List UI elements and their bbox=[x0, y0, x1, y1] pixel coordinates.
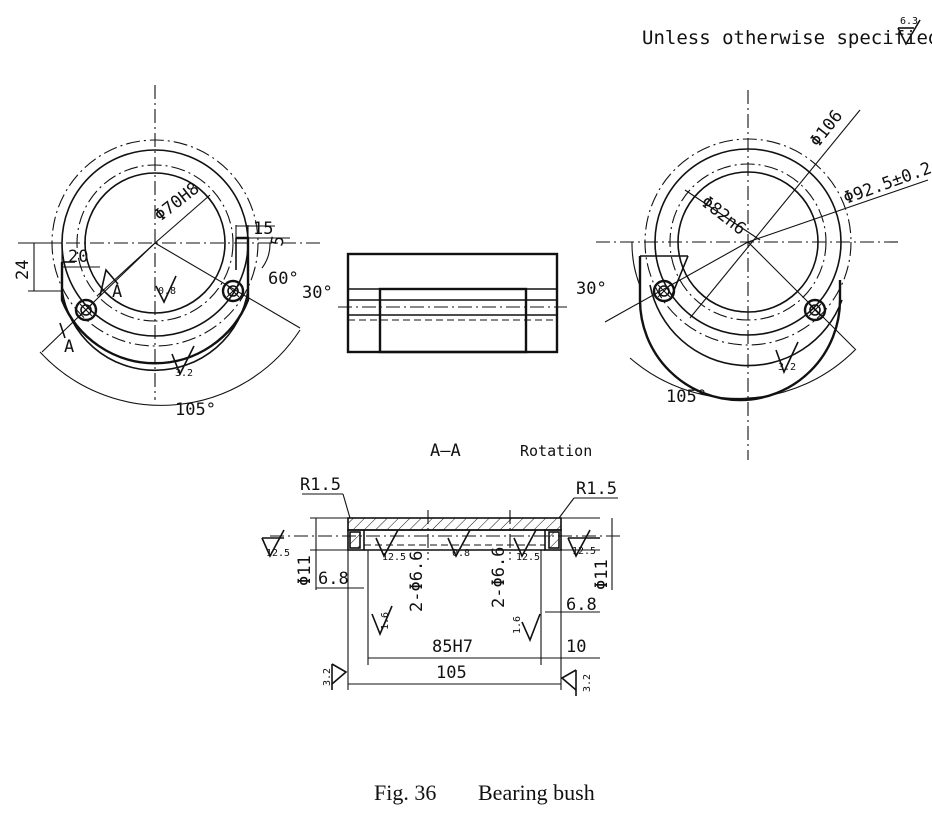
svg-text:3.2: 3.2 bbox=[778, 362, 796, 373]
roughness-0-8-section: 0.8 bbox=[447, 529, 471, 559]
mounting-hole-right-right-view bbox=[803, 298, 827, 322]
bore-dimension: Φ70H8 bbox=[151, 179, 204, 226]
svg-text:12.5: 12.5 bbox=[572, 546, 596, 557]
holes-left: 2-Φ6.6 bbox=[407, 551, 427, 612]
dim-105: 105 bbox=[436, 663, 467, 683]
dim-5: 5 bbox=[267, 234, 289, 248]
phi-11-right: Φ11 bbox=[592, 559, 612, 590]
roughness-symbol-0-8: 0.8 bbox=[155, 275, 177, 304]
section-a-a: A—A Rotation bbox=[261, 441, 620, 696]
section-label-a2: A bbox=[64, 337, 74, 357]
radius-left: R1.5 bbox=[300, 475, 341, 495]
angle-105: 105° bbox=[175, 400, 216, 420]
unless-specified-note: Unless otherwise specified bbox=[642, 27, 932, 49]
radius-right: R1.5 bbox=[576, 479, 617, 499]
roughness-12-5-b: 12.5 bbox=[375, 529, 406, 563]
section-label-a1: A bbox=[112, 282, 122, 302]
roughness-12-5-c: 12.5 bbox=[513, 529, 540, 563]
diameter-82n6: Φ82n6 bbox=[697, 192, 750, 239]
svg-text:1.6: 1.6 bbox=[380, 612, 391, 630]
svg-text:3.2: 3.2 bbox=[322, 668, 333, 686]
svg-text:12.5: 12.5 bbox=[266, 548, 290, 559]
middle-side-view bbox=[338, 252, 567, 354]
figure-number: Fig. 36 bbox=[374, 780, 436, 805]
angle-30: 30° bbox=[302, 283, 333, 303]
roughness-symbol-general: 6.3 bbox=[897, 16, 921, 46]
phi-11-left: Φ11 bbox=[295, 555, 315, 586]
svg-text:0.8: 0.8 bbox=[158, 286, 176, 297]
svg-text:6.3: 6.3 bbox=[900, 16, 918, 27]
dim-85h7: 85H7 bbox=[432, 637, 473, 657]
section-title: A—A bbox=[430, 441, 461, 461]
dim-15: 15 bbox=[253, 219, 273, 239]
general-note: Unless otherwise specified 6.3 bbox=[642, 16, 932, 49]
figure-title: Bearing bush bbox=[478, 780, 595, 805]
right-end-view: Φ106 Φ92.5±0.2 Φ82n6 30° 105° 3.2 bbox=[576, 90, 932, 460]
depth-6-8-left: 6.8 bbox=[318, 569, 349, 589]
svg-text:3.2: 3.2 bbox=[175, 368, 193, 379]
roughness-3-2-section-right: 3.2 bbox=[560, 669, 593, 696]
depth-6-8-right: 6.8 bbox=[566, 595, 597, 615]
angle-30-right: 30° bbox=[576, 279, 607, 299]
mounting-hole-left bbox=[74, 298, 98, 322]
mounting-hole-right bbox=[221, 279, 245, 303]
rotation-label: Rotation bbox=[520, 442, 592, 460]
holes-right: 2-Φ6.6 bbox=[489, 547, 509, 608]
roughness-symbol-3-2-left: 3.2 bbox=[171, 345, 195, 379]
roughness-symbol-3-2-right: 3.2 bbox=[775, 341, 799, 375]
mounting-hole-left-right-view bbox=[652, 279, 676, 303]
outer-diameter-106: Φ106 bbox=[806, 106, 847, 151]
dim-10: 10 bbox=[566, 637, 586, 657]
roughness-12-5-d: 12.5 bbox=[567, 529, 600, 558]
roughness-1-6-right: 1.6 bbox=[512, 613, 541, 643]
dim-20: 20 bbox=[68, 247, 88, 267]
svg-text:12.5: 12.5 bbox=[516, 552, 540, 563]
angle-105-right: 105° bbox=[666, 387, 707, 407]
figure-caption: Fig. 36 Bearing bush bbox=[374, 780, 595, 805]
roughness-1-6-left: 1.6 bbox=[371, 605, 393, 637]
roughness-12-5-a: 12.5 bbox=[261, 529, 290, 559]
dim-24: 24 bbox=[13, 260, 33, 280]
svg-text:1.6: 1.6 bbox=[512, 616, 523, 634]
angle-60: 60° bbox=[268, 269, 299, 289]
roughness-3-2-section-left: 3.2 bbox=[322, 663, 348, 690]
left-end-view: Φ70H8 15 5 20 24 60° 30° 105° A A 0.8 3.… bbox=[13, 85, 333, 420]
svg-text:12.5: 12.5 bbox=[382, 552, 406, 563]
section-hatched-plate bbox=[347, 517, 562, 531]
svg-text:3.2: 3.2 bbox=[582, 674, 593, 692]
svg-text:0.8: 0.8 bbox=[452, 548, 470, 559]
